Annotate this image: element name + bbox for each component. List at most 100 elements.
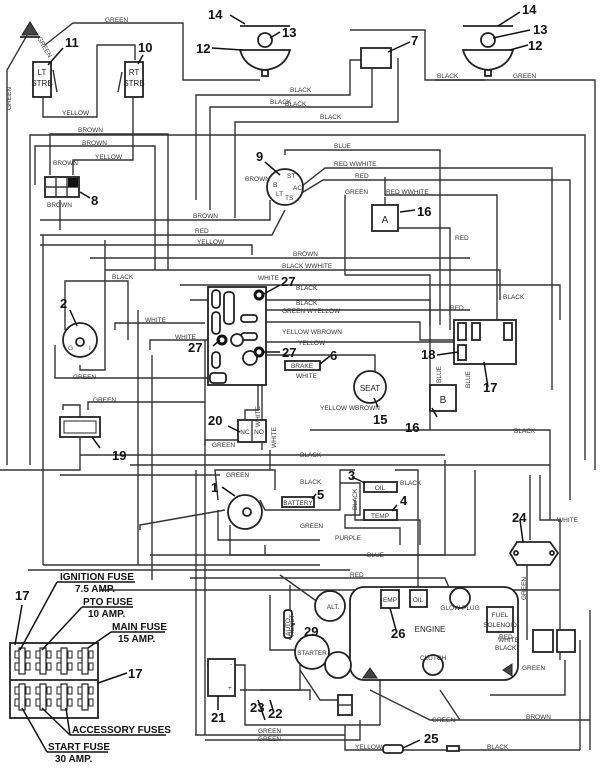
wire-label: RED [455,235,469,242]
callout-3: 3 [348,468,355,483]
wire-label: PURPLE [335,535,362,542]
oil-sender-label: OIL [413,597,424,604]
rt-strobe-label-2: STRB [123,79,144,88]
key-term-st: ST [287,173,295,180]
wire-label: GREEN [513,73,536,80]
wire-label: WHITE [296,373,318,380]
accessory-fuses-label: ACCESSORY FUSES [72,725,171,736]
fuse-terminal [46,662,52,671]
wire-label: BLACK [290,87,312,94]
inline-fuse-holder [337,694,353,716]
diode-pack [59,416,101,438]
alternator: ALT. [314,590,346,622]
wire-label: WHITE [557,517,579,524]
fuse-terminal [25,698,31,707]
ign-term-i: I [89,345,91,352]
wire-label: BLACK [296,300,318,307]
callout-9: 9 [256,149,263,164]
fuse-terminal [46,698,52,707]
clutch-label: CLUTCH [420,655,447,662]
fuse-terminal [77,686,83,695]
wire-label: WHITE [145,317,167,324]
callout-13: 13 [282,25,296,40]
wire-label: BLUE [334,143,352,150]
glow-plug-label: GLOW PLUG [440,605,479,612]
wire-label: YELLOW [298,340,326,347]
lt-strobe-label-2: STRB [31,79,52,88]
ignition-fuse-rating: 7.5 AMP. [75,584,115,595]
fuse-terminal [25,662,31,671]
wire-label: GREEN [345,189,368,196]
fuse-slot [81,647,89,675]
light-switch [360,47,392,69]
lt-strobe-label-1: LT [38,68,47,77]
seat-switch: SEAT [353,370,387,404]
callout-23: 23 [250,700,264,715]
fuse-terminal [35,650,41,659]
wire-label: BLACK [352,488,359,510]
wire-label: BLACK [112,274,134,281]
wire-label: GREEN [522,665,545,672]
relay-a: A [371,204,399,232]
wire-label: BLACK [495,645,517,652]
callout-13-right: 13 [533,22,547,37]
callout-27-b: 27 [188,340,202,355]
engine-connectors [502,629,576,677]
wire-label: GREEN [432,717,455,724]
wire-label: GREEN [258,736,281,743]
main-fuse-label: MAIN FUSE [112,622,167,633]
starter-motor: STARTER [294,634,352,679]
fuse-slot [18,683,26,711]
callout-19: 19 [112,448,126,463]
fuse-terminal [77,698,83,707]
relay-b-label: B [440,395,447,406]
callout-29: 29 [304,624,318,639]
wire-label: RED [350,572,364,579]
callout-6: 6 [330,348,337,363]
key-term-lt: LT [276,191,283,198]
wire-label: BLUE [465,370,472,388]
strobe-connector [44,176,80,198]
pto-switch: NC NO [237,419,267,443]
start-fuse-label: START FUSE [48,742,110,753]
temp-label: TEMP [371,513,389,520]
headlight-left [238,25,292,77]
oil-label: OIL [375,485,386,492]
emp-label: EMP [383,597,397,604]
callout-27-c: 27 [282,345,296,360]
wire-label: WHITE [255,405,262,427]
wire-color-labels: GREEN YELLOW BROWN BROWN YELLOW BROWN BR… [6,17,579,751]
wire-label: GREEN [105,17,128,24]
wire-harness [0,22,596,751]
fuel-solenoid-label-2: SOLENOID [483,622,517,629]
ground-symbol-top [20,21,40,38]
wire-label: YELLOW [62,110,90,117]
callout-5: 5 [317,487,324,502]
wire-label: BLACK [514,428,536,435]
wire-label: BLACK [296,285,318,292]
fuse-terminal [14,662,20,671]
callout-26: 26 [391,626,405,641]
wire-label: RED WWHITE [334,161,377,168]
nc-label: NC [240,429,250,436]
fuse-terminal [25,686,31,695]
wire-label: GREEN [35,36,53,60]
fuse-terminal [88,650,94,659]
fuse-terminal [35,698,41,707]
start-fuse-rating: 30 AMP. [55,754,92,765]
ign-term-g: G [68,345,73,352]
fuse-terminal [56,686,62,695]
callout-4: 4 [400,493,408,508]
callout-14-right: 14 [522,2,537,17]
wire-label: BLACK WWHITE [282,263,333,270]
fuse-terminal [77,650,83,659]
temp-indicator: TEMP [363,509,398,521]
callout-1: 1 [211,480,218,495]
wire-label: RED [450,305,464,312]
fuse-terminal [67,662,73,671]
alt-label: ALT. [327,604,340,611]
wire-label: BLACK [270,99,292,106]
callout-16-b: 16 [405,420,419,435]
